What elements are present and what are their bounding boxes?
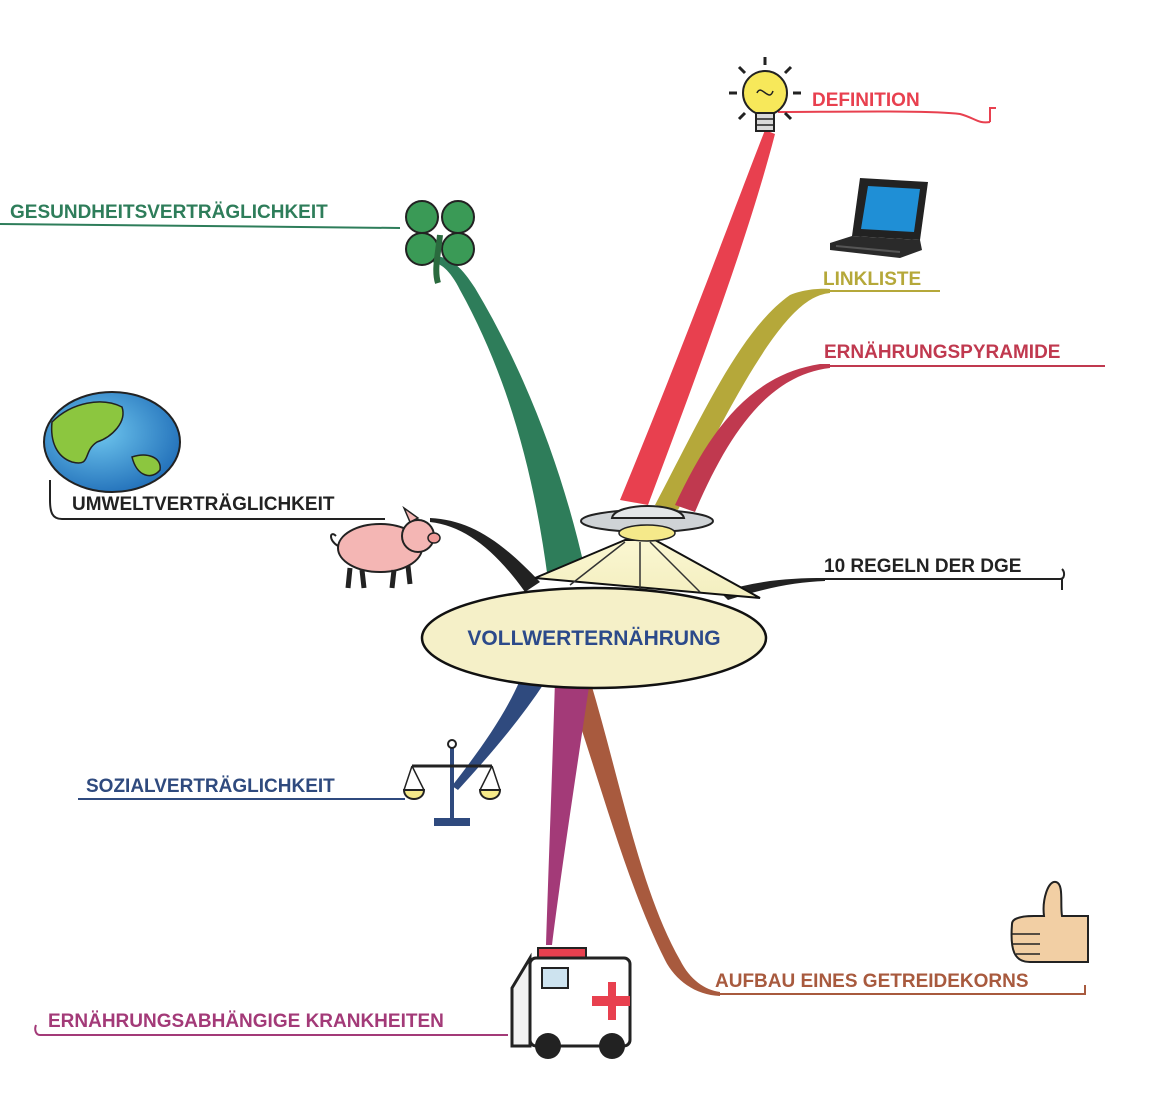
laptop-icon bbox=[830, 178, 928, 258]
branch-umwelt-bracket bbox=[49, 480, 63, 520]
label-10-regeln[interactable]: 10 REGELN DER DGE bbox=[824, 556, 1021, 577]
lightbulb-icon bbox=[729, 57, 801, 132]
branch-getreidekorn bbox=[565, 680, 720, 996]
pig-icon bbox=[330, 505, 441, 589]
clover-icon bbox=[405, 200, 475, 284]
branch-gesundheit bbox=[430, 256, 585, 580]
branch-definition-tick bbox=[989, 107, 996, 122]
branch-definition-line bbox=[777, 110, 991, 124]
label-krankheiten[interactable]: ERNÄHRUNGSABHÄNGIGE KRANKHEITEN bbox=[48, 1011, 444, 1032]
central-topic-label: VOLLWERTERNÄHRUNG bbox=[467, 627, 720, 650]
thumbs-up-icon bbox=[1010, 880, 1089, 963]
scales-icon bbox=[402, 739, 502, 826]
branch-krankheiten-line bbox=[34, 1024, 508, 1036]
branch-gesundheit-line bbox=[0, 223, 401, 229]
label-sozialvertraeglichkeit[interactable]: SOZIALVERTRÄGLICHKEIT bbox=[86, 776, 335, 797]
branch-umwelt bbox=[430, 518, 540, 592]
branch-krankheiten bbox=[546, 680, 590, 945]
globe-icon bbox=[43, 391, 181, 493]
branch-sozial bbox=[452, 680, 545, 790]
label-linkliste[interactable]: LINKLISTE bbox=[823, 269, 921, 290]
central-topic[interactable]: VOLLWERTERNÄHRUNG bbox=[420, 586, 768, 690]
branch-definition bbox=[620, 130, 775, 505]
label-ernaehrungspyramide[interactable]: ERNÄHRUNGSPYRAMIDE bbox=[824, 342, 1060, 363]
ambulance-icon bbox=[510, 947, 632, 1059]
branch-pyramide bbox=[675, 364, 830, 512]
label-getreidekorn[interactable]: AUFBAU EINES GETREIDEKORNS bbox=[715, 971, 1029, 992]
branch-getreidekorn-line bbox=[720, 985, 1086, 995]
label-definition[interactable]: DEFINITION bbox=[812, 90, 920, 111]
label-gesundheitsvertraeglichkeit[interactable]: GESUNDHEITSVERTRÄGLICHKEIT bbox=[10, 202, 328, 223]
ufo-icon bbox=[534, 505, 761, 599]
label-umweltvertraeglichkeit[interactable]: UMWELTVERTRÄGLICHKEIT bbox=[72, 494, 335, 515]
branch-regeln-line bbox=[825, 568, 1066, 580]
branch-linkliste bbox=[655, 288, 830, 510]
